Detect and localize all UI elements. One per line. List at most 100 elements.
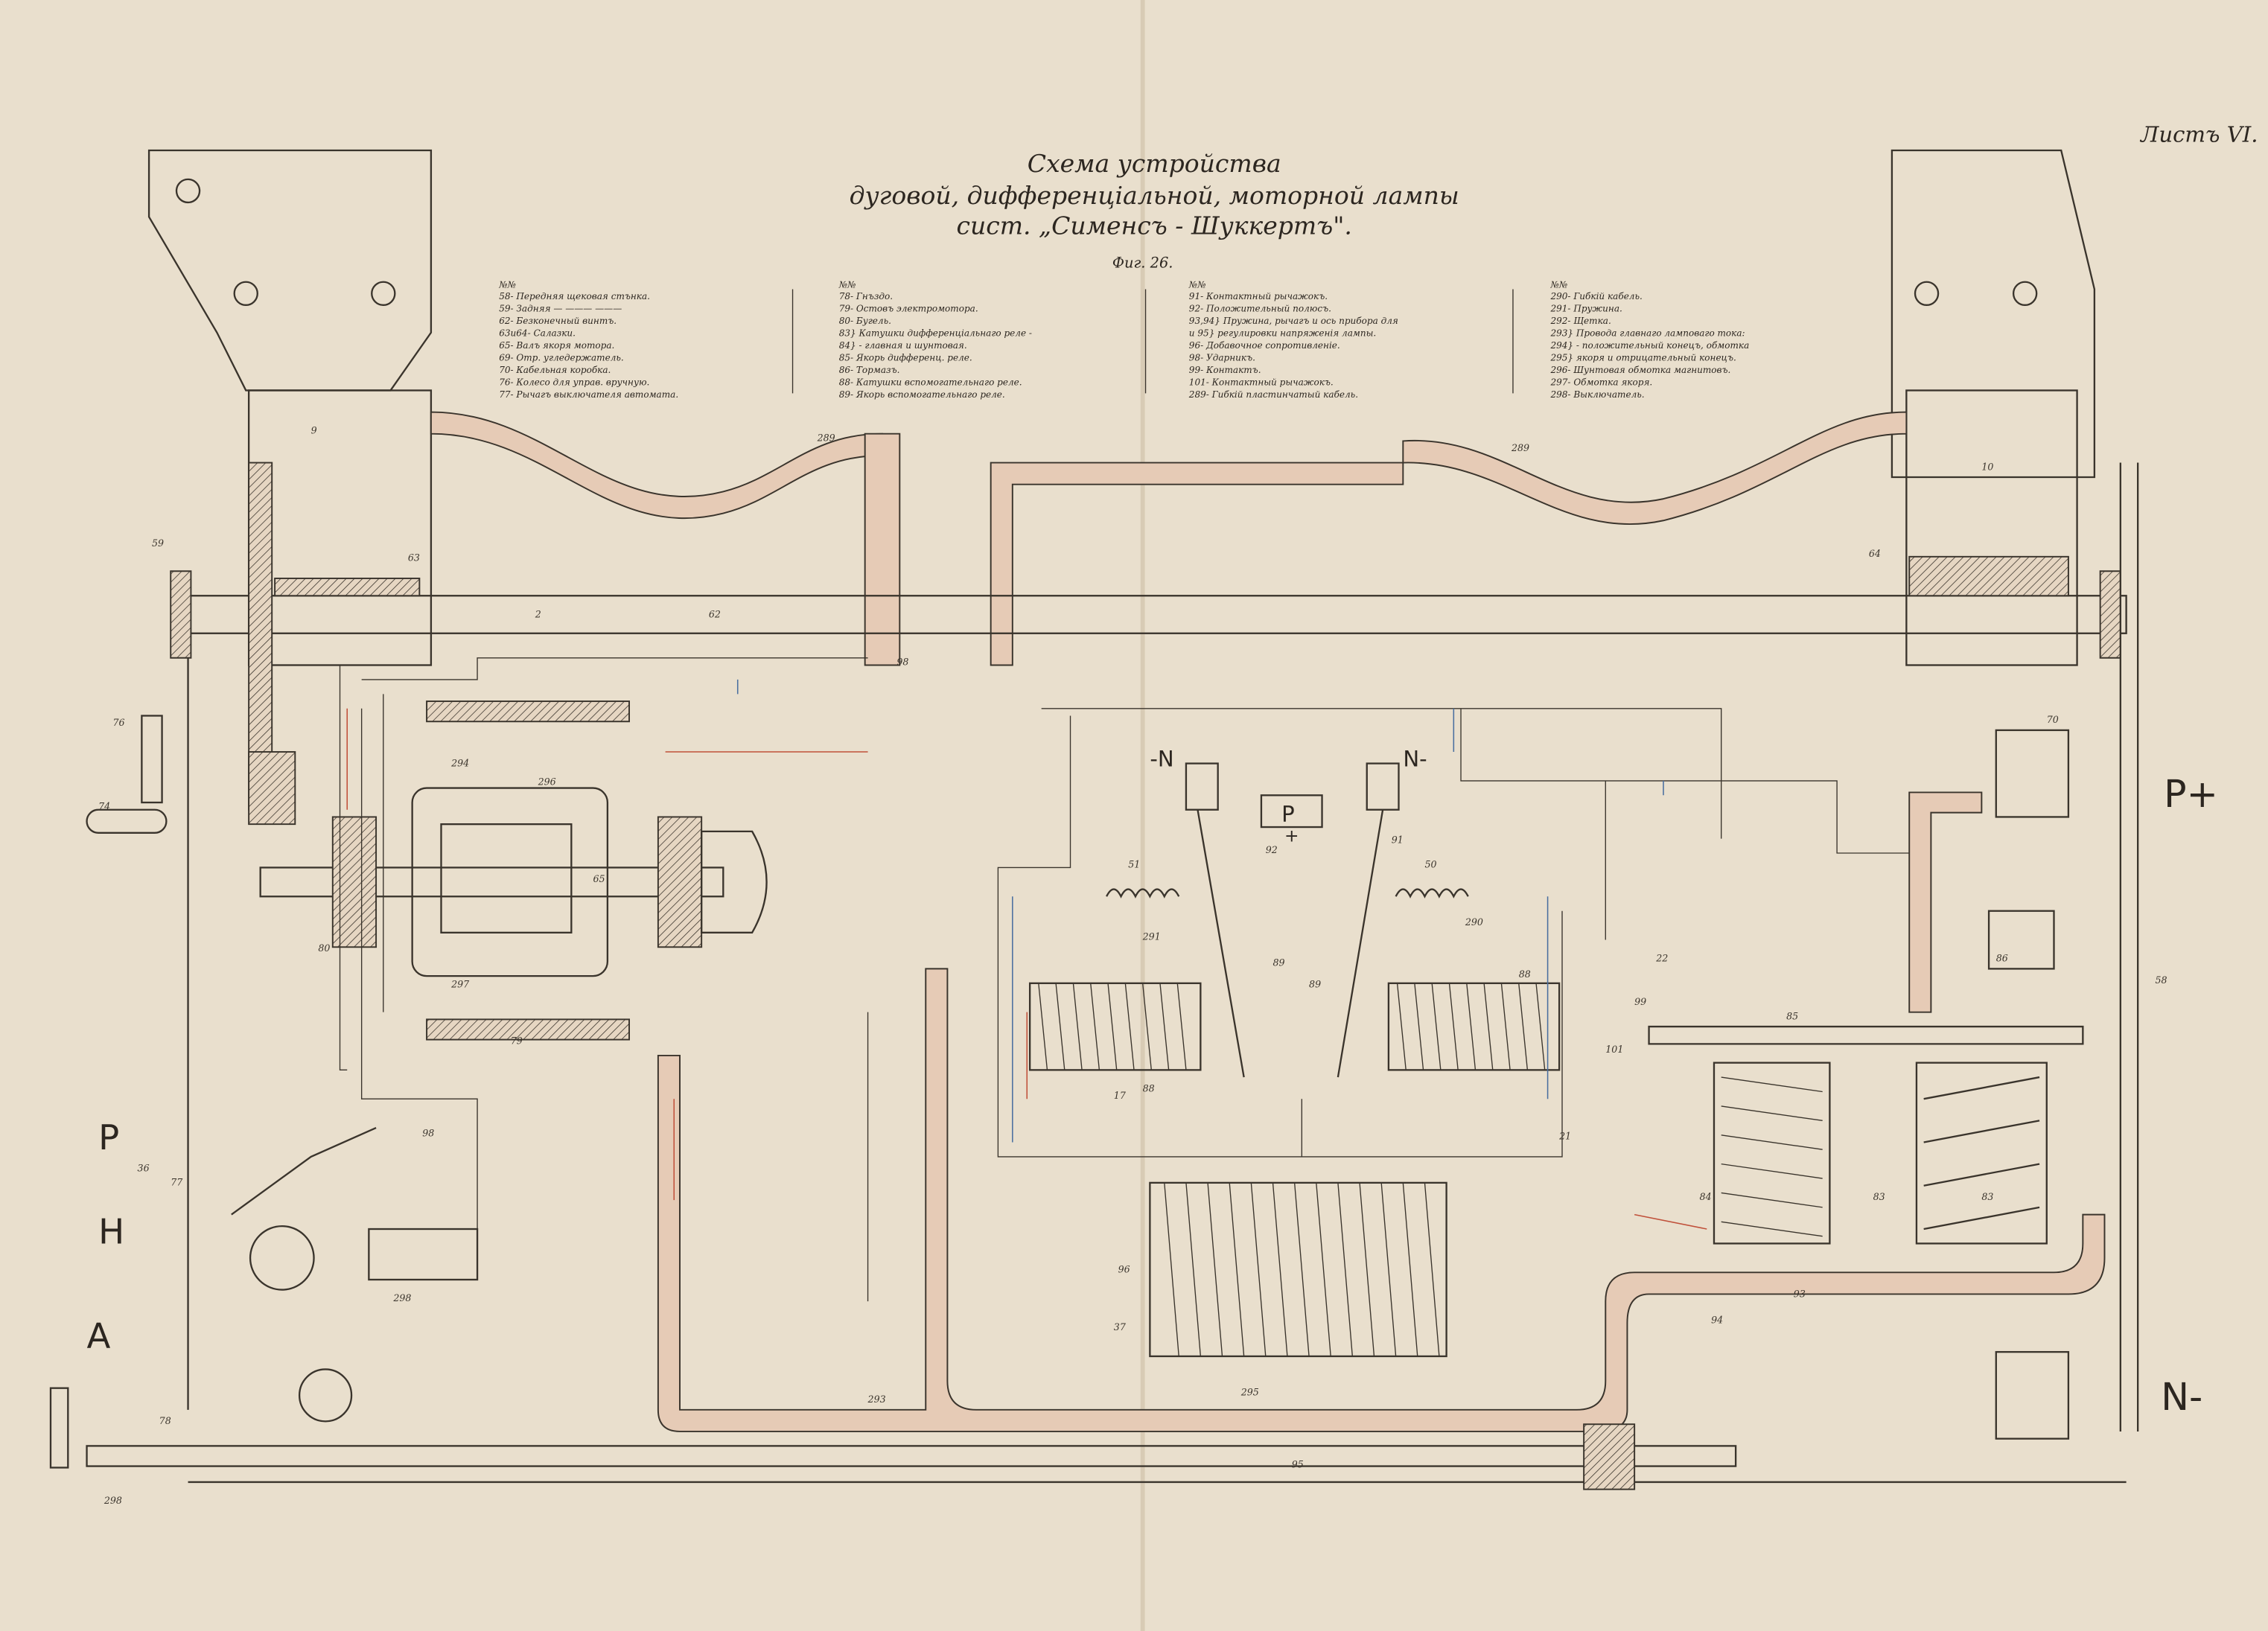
part-number: 64 [1869,548,1881,559]
part-number: 79 [511,1035,523,1046]
gear-train [248,751,296,826]
part-number: 85 [1786,1010,1798,1021]
legend-item: 86- Тормазъ. [839,365,900,375]
bolt-hole [233,281,258,307]
part-number: 101 [1605,1044,1623,1055]
sleeve [1583,1423,1636,1490]
legend-item: 92- Положительный полюсъ. [1189,304,1331,314]
part-number: 298 [103,1495,122,1506]
legend-item: 296- Шунтовая обмотка магнитовъ. [1549,365,1730,375]
armature-core [440,823,573,933]
main-current-wire-positive [1908,791,1983,1013]
title-line-3: сист. „Сименсъ - Шуккертъ". [956,211,1351,240]
bearing-right [657,816,703,948]
right-carbon-holder [1905,389,2078,666]
part-number: 289 [1511,442,1529,453]
differential-relay-armature-85 [1648,1025,2084,1045]
rear-wall-59 [170,570,192,659]
terminal-label-n-minus-outer: N- [2161,1375,2202,1419]
legend-item: 292- Щетка. [1549,316,1611,326]
part-number: 89 [1272,957,1284,968]
part-number: 59 [152,537,164,549]
part-number: 99 [1634,996,1646,1007]
switch-position-a: A [87,1315,111,1356]
legend-item: 98- Ударникъ. [1189,353,1255,363]
legend-item: 83} Катушки дифференціальнаго реле - [839,328,1032,339]
part-number: 36 [138,1162,150,1173]
magnet-pole-bottom [426,1018,631,1041]
part-number: 89 [1309,979,1321,990]
part-number: 83 [1873,1191,1885,1202]
legend-item: 78- Гнъздо. [839,291,893,301]
legend-item: 293} Провода главнаго ламповаго тока: [1549,328,1745,339]
legend-item: 291- Пружина. [1549,304,1622,314]
switch-position-labels: P H A [87,1117,125,1356]
part-number: 22 [1655,953,1668,964]
legend-item: 59- Задняя — ——— ——— [499,304,622,314]
switch-298[interactable] [368,1228,479,1281]
legend-item: 297- Обмотка якоря. [1549,377,1652,388]
part-number: 93 [1794,1288,1806,1299]
motor-shaft-65 [259,866,724,898]
part-number: 98 [896,656,908,667]
part-number: 293 [867,1394,886,1405]
terminal-p-positive-92[interactable] [1260,794,1323,829]
part-number: 289 [817,432,835,443]
terminal-neg-n-left[interactable] [1185,762,1219,811]
part-number: 9 [311,425,317,436]
relay-armature-89-right [1337,809,1384,1078]
switch-lever-77[interactable] [249,1225,315,1291]
flexible-cable-289-right [1402,411,1908,525]
terminal-block: -N N- P + [1150,746,1427,846]
legend-header: №№ [838,280,856,290]
part-number: 78 [159,1415,171,1426]
hand-wheel-76[interactable] [141,715,163,804]
legend-item: 70- Кабельная коробка. [499,365,611,375]
part-number: 92 [1266,844,1278,855]
terminal-label-p-plus: P+ [2164,772,2218,816]
title-line-2: дуговой, дифференціальной, моторной ламп… [850,181,1459,210]
drawing-title: Схема устройства дуговой, дифференціальн… [850,149,1459,271]
part-number: 88 [1519,968,1531,980]
legend-item: 58- Передняя щековая стънка. [499,291,650,301]
part-number: 95 [1292,1459,1304,1470]
legend-item: 96- Добавочное сопротивленіе. [1189,340,1340,351]
part-number: 295 [1240,1386,1259,1397]
legend-item: 77- Рычагъ выключателя автомата. [499,389,678,400]
switch-arm [231,1126,377,1216]
spring-51 [1106,888,1180,899]
legend-item: 295} якоря и отрицательный конецъ. [1549,353,1736,363]
legend-item: 79- Остовъ электромотора. [839,304,978,314]
cable-box-70 [1995,729,2070,818]
cable-riser [864,433,901,666]
part-number: 58 [2155,974,2167,986]
plus-sign: + [1284,826,1299,846]
bolt-hole [175,178,201,204]
part-number: 298 [392,1292,411,1303]
auxiliary-relay-coil-88-left [1028,982,1202,1071]
part-number: 76 [113,717,125,728]
legend-header: №№ [498,280,516,290]
part-number: 21 [1558,1131,1571,1142]
legend-item: 76- Колесо для управ. вручную. [499,377,649,388]
part-number: 296 [538,776,556,788]
terminal-label-p: P [1281,801,1295,826]
regulating-axis-95 [86,1445,1737,1467]
legend-header: №№ [1549,280,1567,290]
part-number: 294 [450,757,469,768]
legend-item: 84} - главная и шунтовая. [839,340,967,351]
bolt-hole [2012,281,2038,307]
legend-item: 63и64- Салазки. [499,328,576,339]
part-number: 37 [1114,1321,1126,1332]
auxiliary-relay-coil-88-right [1387,982,1561,1071]
part-number: 83 [1981,1191,1993,1202]
legend-item: 298- Выключатель. [1549,389,1644,400]
legend-item: 88- Катушки вспомогательнаго реле. [839,377,1022,388]
switch-position-h: H [98,1211,124,1251]
added-resistance-96 [1149,1181,1447,1358]
handle[interactable] [86,808,168,834]
front-wall-58 [2099,570,2121,659]
part-number: 91 [1392,834,1404,845]
differential-relay-coil-83 [1915,1062,2048,1245]
